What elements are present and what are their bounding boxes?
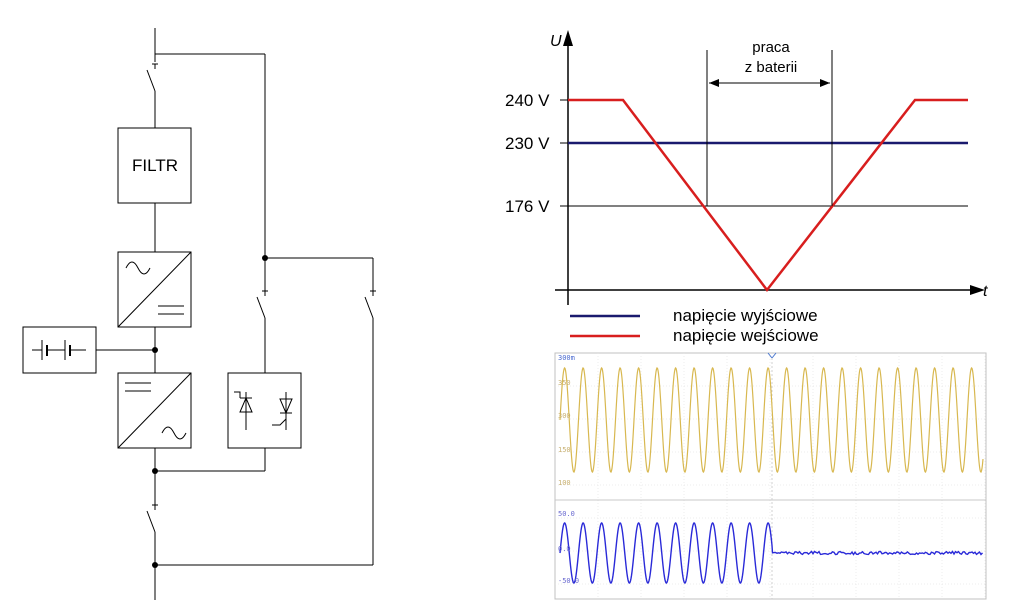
top-switch-contact <box>152 64 158 69</box>
yellow-tick-0: 350 <box>558 379 571 387</box>
voltage-plot: U t 240 V 230 V 176 V praca z baterii <box>505 30 988 305</box>
blue-tick-2: -50.0 <box>558 577 579 585</box>
x-axis-label: t <box>983 283 988 300</box>
y-axis-label: U <box>550 33 562 50</box>
y-axis-arrow <box>563 30 573 46</box>
blue-tick-0: 50.0 <box>558 510 575 518</box>
ac-sine-icon <box>126 262 150 274</box>
yellow-tick-2: 150 <box>558 446 571 454</box>
blue-tick-1: 0.0 <box>558 545 571 553</box>
yellow-tick-3: 100 <box>558 479 571 487</box>
input-voltage-line <box>568 100 968 290</box>
scope-header-tick: 300m <box>558 354 575 362</box>
level-230-label: 230 V <box>505 134 550 153</box>
yellow-tick-1: 300 <box>558 412 571 420</box>
ups-schematic <box>23 28 376 600</box>
bypass-switch <box>257 297 265 318</box>
maintenance-bypass-switch <box>365 297 373 318</box>
legend-output-label: napięcie wyjściowe <box>673 306 818 325</box>
legend-input-label: napięcie wejściowe <box>673 326 819 345</box>
static-switch-box <box>228 373 301 448</box>
filter-label: FILTR <box>132 156 178 175</box>
top-switch <box>147 70 155 91</box>
legend: napięcie wyjściowe napięcie wejściowe <box>570 306 819 345</box>
output-switch <box>147 511 155 532</box>
battery-annotation-line1: praca <box>752 39 790 56</box>
oscilloscope: 300m 350 300 150 100 50.0 0.0 -50.0 <box>555 353 986 599</box>
level-240-label: 240 V <box>505 91 550 110</box>
battery-annotation-line2: z baterii <box>745 59 798 76</box>
level-176-label: 176 V <box>505 197 550 216</box>
